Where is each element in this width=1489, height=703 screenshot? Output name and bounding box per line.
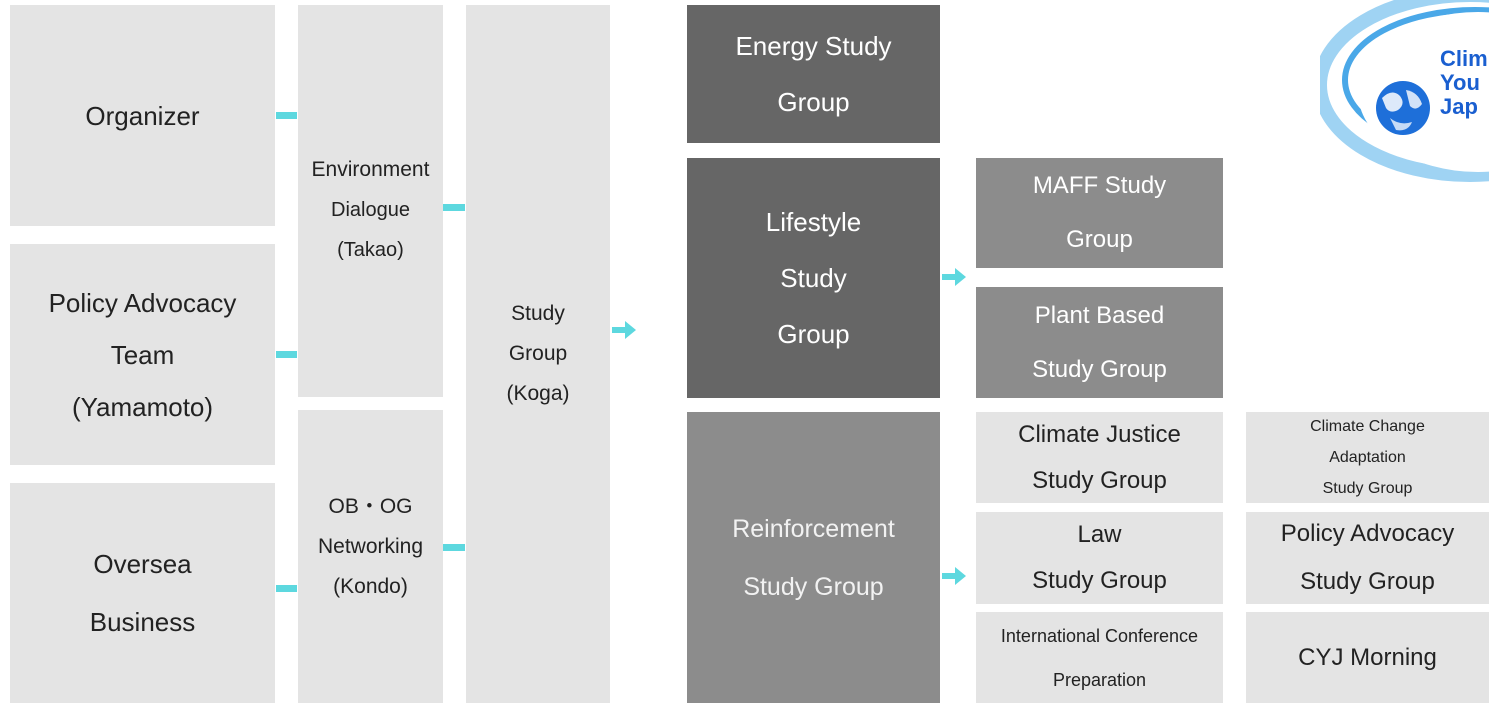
study-group-koga-line-2: Group <box>508 342 568 365</box>
ob-og-networking-line-1: OB・OG <box>328 495 413 518</box>
climate-youth-japan-logo: Clim You Jap <box>1320 0 1489 185</box>
study-group-koga-box: Study Group (Koga) <box>466 5 610 703</box>
connector <box>443 544 465 551</box>
reinforcement-study-group-box: Reinforcement Study Group <box>687 412 940 703</box>
international-conference-line-2: Preparation <box>1052 669 1147 690</box>
environment-dialogue-line-2: Dialogue <box>331 199 410 221</box>
environment-dialogue-box: Environment Dialogue (Takao) <box>298 5 443 397</box>
law-study-group-line-1: Law <box>1077 521 1122 548</box>
international-conference-preparation-box: International Conference Preparation <box>976 612 1223 703</box>
reinforcement-study-group-line-1: Reinforcement <box>732 514 895 543</box>
policy-advocacy-study-group-line-2: Study Group <box>1300 568 1435 595</box>
lifestyle-study-group-box: Lifestyle Study Group <box>687 158 940 398</box>
logo-text-line-3: Jap <box>1440 94 1478 119</box>
organizer-box: Organizer <box>10 5 275 226</box>
policy-advocacy-study-group-box: Policy Advocacy Study Group <box>1246 512 1489 604</box>
oversea-business-line-2: Business <box>89 607 196 637</box>
connector <box>443 204 465 211</box>
policy-advocacy-team-line-1: Policy Advocacy <box>48 287 237 318</box>
organizer-label: Organizer <box>85 100 200 131</box>
climate-change-adaptation-line-1: Climate Change <box>1310 418 1425 435</box>
ob-og-networking-line-3: (Kondo) <box>333 575 408 598</box>
climate-change-adaptation-line-2: Adaptation <box>1329 449 1406 466</box>
arrow-right-icon <box>942 567 966 585</box>
plant-based-study-group-line-2: Study Group <box>1032 355 1167 383</box>
ob-og-networking-line-2: Networking <box>317 535 424 558</box>
international-conference-line-1: International Conference <box>1000 625 1199 646</box>
connector <box>276 351 297 358</box>
connector <box>276 112 297 119</box>
logo-text-line-2: You <box>1440 70 1480 95</box>
study-group-koga-line-1: Study <box>511 302 565 325</box>
policy-advocacy-team-line-2: Team <box>110 339 175 370</box>
arrow-right-icon <box>612 321 636 339</box>
maff-study-group-line-2: Group <box>1066 226 1133 253</box>
environment-dialogue-line-1: Environment <box>311 158 430 181</box>
energy-study-group-box: Energy Study Group <box>687 5 940 143</box>
lifestyle-study-group-line-1: Lifestyle <box>765 207 862 237</box>
law-study-group-line-2: Study Group <box>1032 567 1167 594</box>
arrow-right-icon <box>942 268 966 286</box>
climate-justice-line-1: Climate Justice <box>1018 420 1181 448</box>
study-group-koga-line-3: (Koga) <box>506 382 570 405</box>
connector <box>276 585 297 592</box>
reinforcement-study-group-line-2: Study Group <box>743 572 884 601</box>
climate-justice-line-2: Study Group <box>1032 466 1167 494</box>
law-study-group-box: Law Study Group <box>976 512 1223 604</box>
lifestyle-study-group-line-2: Study <box>780 263 847 293</box>
lifestyle-study-group-line-3: Group <box>777 319 850 349</box>
oversea-business-line-1: Oversea <box>93 549 192 579</box>
oversea-business-box: Oversea Business <box>10 483 275 703</box>
policy-advocacy-team-line-3: (Yamamoto) <box>71 391 214 422</box>
environment-dialogue-line-3: (Takao) <box>337 239 404 261</box>
ob-og-networking-box: OB・OG Networking (Kondo) <box>298 410 443 703</box>
climate-change-adaptation-study-group-box: Climate Change Adaptation Study Group <box>1246 412 1489 503</box>
energy-study-group-line-1: Energy Study <box>735 31 892 61</box>
climate-justice-study-group-box: Climate Justice Study Group <box>976 412 1223 503</box>
logo-text-line-1: Clim <box>1440 46 1488 71</box>
plant-based-study-group-line-1: Plant Based <box>1034 301 1165 329</box>
maff-study-group-line-1: MAFF Study <box>1032 172 1167 199</box>
logo-swirl-icon <box>1320 0 1489 182</box>
maff-study-group-box: MAFF Study Group <box>976 158 1223 268</box>
policy-advocacy-team-box: Policy Advocacy Team (Yamamoto) <box>10 244 275 465</box>
cyj-morning-label: CYJ Morning <box>1298 643 1437 671</box>
cyj-morning-box: CYJ Morning <box>1246 612 1489 703</box>
policy-advocacy-study-group-line-1: Policy Advocacy <box>1280 520 1455 547</box>
climate-change-adaptation-line-3: Study Group <box>1322 480 1413 497</box>
energy-study-group-line-2: Group <box>777 87 850 117</box>
plant-based-study-group-box: Plant Based Study Group <box>976 287 1223 398</box>
